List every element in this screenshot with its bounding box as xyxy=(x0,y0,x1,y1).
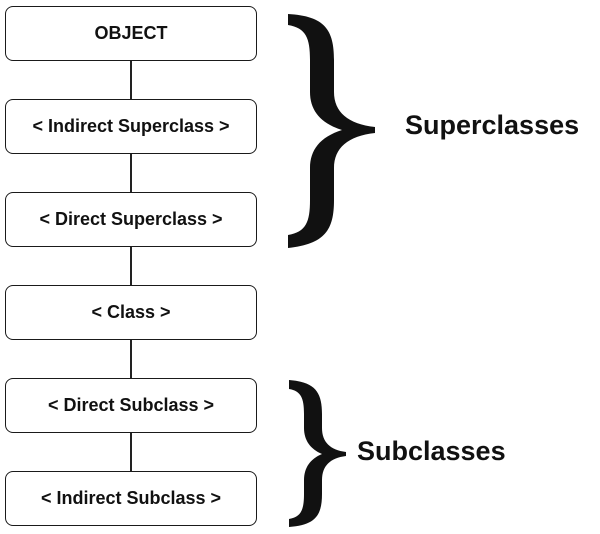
direct-subclass-box: < Direct Subclass > xyxy=(5,378,257,433)
subclasses-brace xyxy=(289,380,346,527)
superclasses-brace xyxy=(288,14,375,248)
direct-subclass-label: < Direct Subclass > xyxy=(47,395,215,415)
connector-direct-indirect-subclass xyxy=(130,433,132,471)
connector-direct-superclass-class xyxy=(130,247,132,285)
indirect-subclass-box: < Indirect Subclass > xyxy=(5,471,257,526)
indirect-superclass-label: < Indirect Superclass > xyxy=(32,116,230,136)
superclasses-label: Superclasses xyxy=(405,110,580,140)
indirect-superclass-box: < Indirect Superclass > xyxy=(5,99,257,154)
subclasses-label: Subclasses xyxy=(357,436,506,466)
connector-indirect-direct-superclass xyxy=(130,154,132,192)
object-box: OBJECT xyxy=(5,6,257,61)
class-box: < Class > xyxy=(5,285,257,340)
indirect-subclass-label: < Indirect Subclass > xyxy=(40,488,222,508)
direct-superclass-box: < Direct Superclass > xyxy=(5,192,257,247)
class-label: < Class > xyxy=(91,302,171,322)
object-label: OBJECT xyxy=(94,23,168,43)
connector-class-direct-subclass xyxy=(130,340,132,378)
connector-object-indirect-superclass xyxy=(130,61,132,99)
direct-superclass-label: < Direct Superclass > xyxy=(39,209,223,229)
